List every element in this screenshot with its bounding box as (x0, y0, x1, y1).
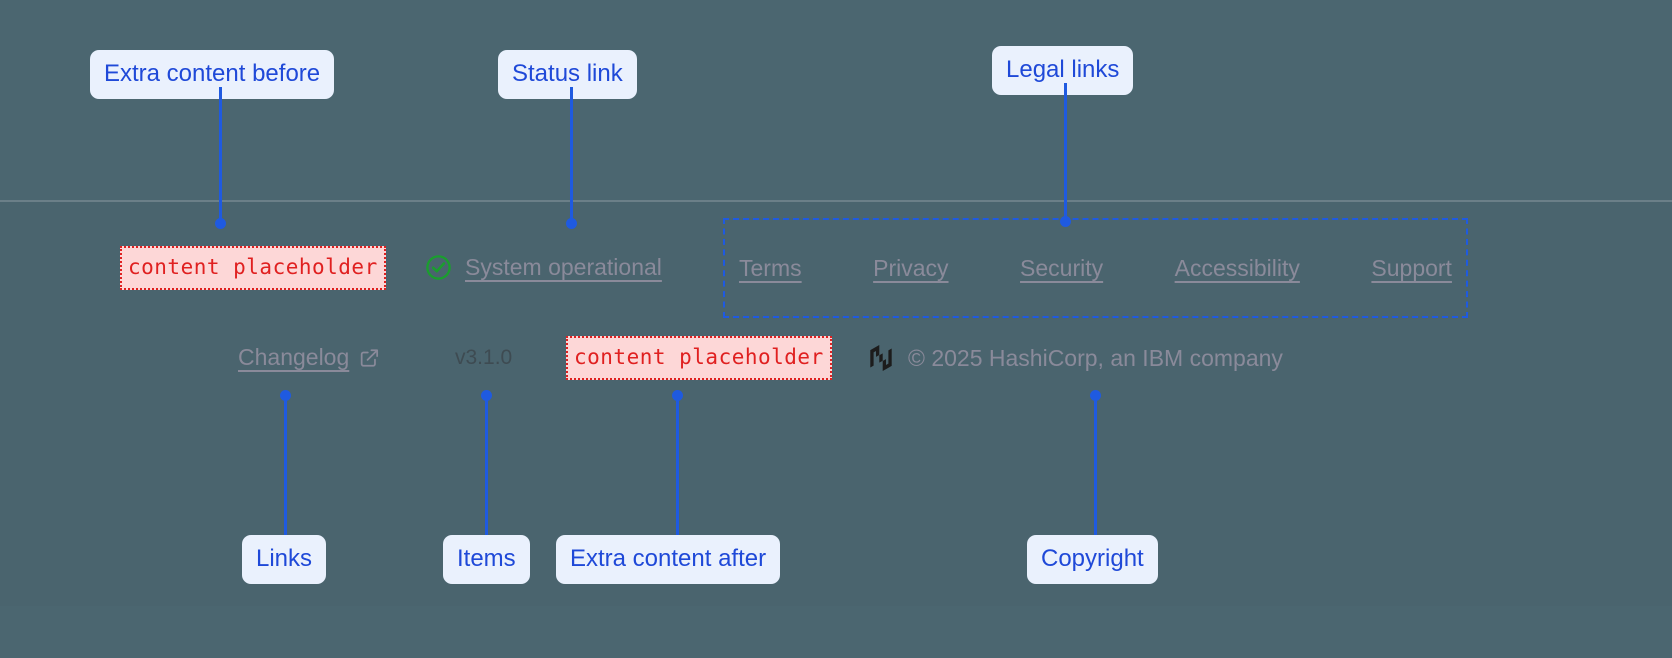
legal-link-security[interactable]: Security (1020, 254, 1104, 281)
connector-items (485, 396, 488, 535)
callout-status-link: Status link (498, 50, 637, 99)
connector-dot-legal-links (1060, 216, 1071, 227)
external-link-icon (361, 348, 379, 367)
extra-content-after-placeholder: content placeholder (566, 336, 832, 380)
callout-copyright: Copyright (1027, 535, 1158, 584)
connector-dot-links (280, 390, 291, 401)
connector-dot-items (481, 390, 492, 401)
extra-content-before-placeholder: content placeholder (120, 246, 386, 290)
footer-top-divider (0, 200, 1672, 202)
legal-links-group: Terms Privacy Security Accessibility Sup… (723, 218, 1468, 318)
callout-links: Links (242, 535, 327, 584)
connector-extra-content-after (676, 396, 679, 535)
connector-dot-copyright (1090, 390, 1101, 401)
callout-legal-links: Legal links (992, 46, 1134, 95)
footer-link-changelog[interactable]: Changelog (238, 344, 380, 371)
callout-items: Items (443, 535, 530, 584)
callout-extra-content-before: Extra content before (90, 50, 335, 99)
connector-dot-extra-content-before (215, 218, 226, 229)
connector-extra-content-before (219, 87, 222, 223)
legal-link-terms[interactable]: Terms (739, 254, 802, 281)
footer-link-changelog-label: Changelog (238, 344, 350, 370)
status-link-label: System operational (465, 254, 662, 280)
hashicorp-logo (870, 345, 892, 371)
legal-link-support[interactable]: Support (1371, 254, 1452, 281)
connector-dot-status-link (566, 218, 577, 229)
legal-link-accessibility[interactable]: Accessibility (1174, 254, 1300, 281)
legal-link-privacy[interactable]: Privacy (873, 254, 949, 281)
copyright-block: © 2025 HashiCorp, an IBM company (868, 344, 1283, 372)
connector-legal-links (1064, 83, 1067, 220)
footer-item-version: v3.1.0 (455, 346, 513, 369)
connector-copyright (1094, 396, 1097, 535)
connector-status-link (570, 87, 573, 223)
connector-links (284, 396, 287, 535)
connector-dot-extra-content-after (672, 390, 683, 401)
check-circle-icon (426, 255, 451, 280)
copyright-text: © 2025 HashiCorp, an IBM company (908, 344, 1283, 371)
callout-extra-content-after: Extra content after (556, 535, 781, 584)
status-link[interactable]: System operational (424, 253, 662, 282)
